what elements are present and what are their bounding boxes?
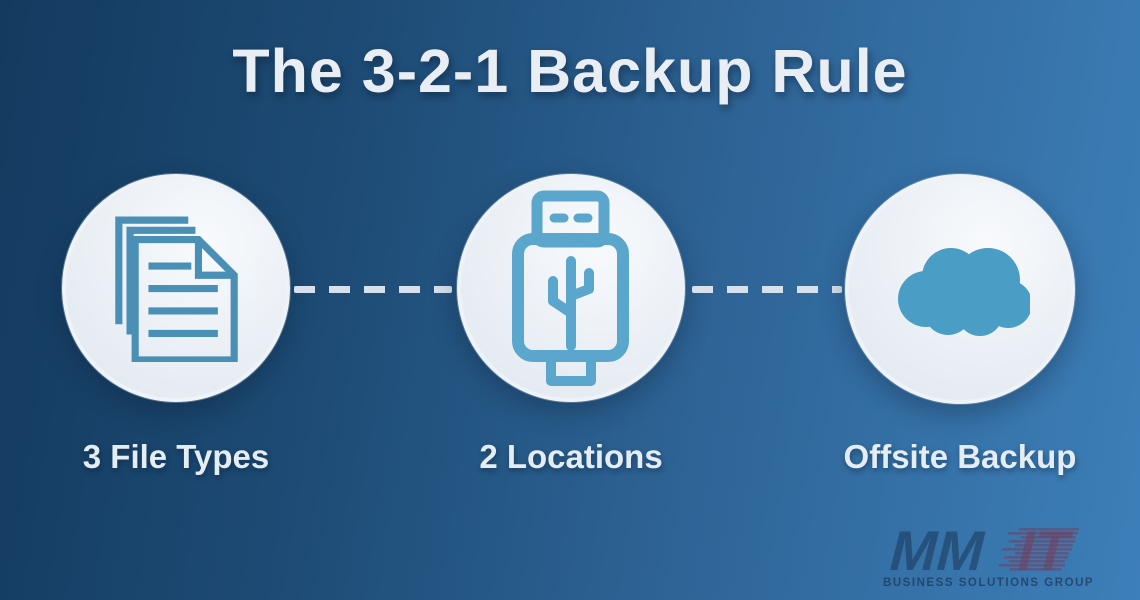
mmit-logo-mm: MM [883, 521, 992, 583]
offsite-backup-circle [845, 174, 1075, 404]
mmit-logo-wordmark: MM IT [883, 521, 1080, 583]
dashed-connector-left [294, 286, 452, 293]
file-types-circle [62, 174, 290, 402]
dashed-connector-right [692, 286, 842, 293]
mmit-logo-tagline: BUSINESS SOLUTIONS GROUP [883, 577, 1095, 589]
offsite-backup-label: Offsite Backup [843, 438, 1077, 475]
locations-circle [457, 174, 685, 402]
cloud-icon [898, 248, 1030, 336]
usb-drive-icon [512, 190, 629, 386]
page-title: The 3-2-1 Backup Rule [232, 37, 908, 105]
mmit-logo-speedlines [998, 528, 1080, 571]
documents-icon [115, 216, 238, 362]
mmit-logo: MM IT BUSINESS SOLUTIONS GROUP [883, 521, 1095, 589]
file-types-label: 3 File Types [82, 438, 270, 475]
locations-label: 2 Locations [479, 438, 663, 475]
